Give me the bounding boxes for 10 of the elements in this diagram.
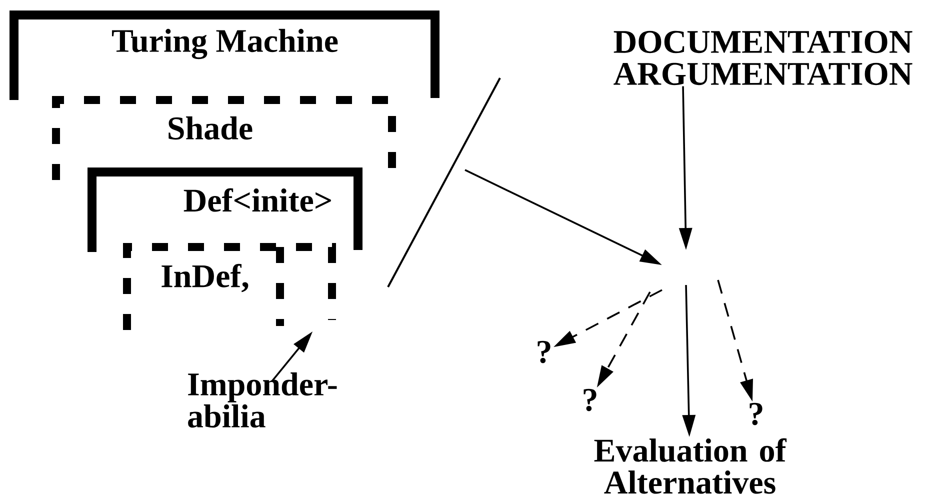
question-mark: ? [538, 340, 550, 364]
question-mark: ? [750, 402, 762, 426]
bracket-frame: Turing Machine [10, 10, 440, 100]
text-label: Evaluation of Alternatives [594, 438, 787, 494]
text-label: DOCUMENTATION ARGUMENTATION [614, 30, 912, 86]
question-mark: ? [584, 388, 596, 412]
text-label: Imponder- abilia [188, 372, 337, 428]
bracket-frame: Def<inite> [88, 168, 362, 252]
bracket-frame: Shade [52, 96, 396, 180]
bracket-frame: InDef, [123, 243, 336, 330]
